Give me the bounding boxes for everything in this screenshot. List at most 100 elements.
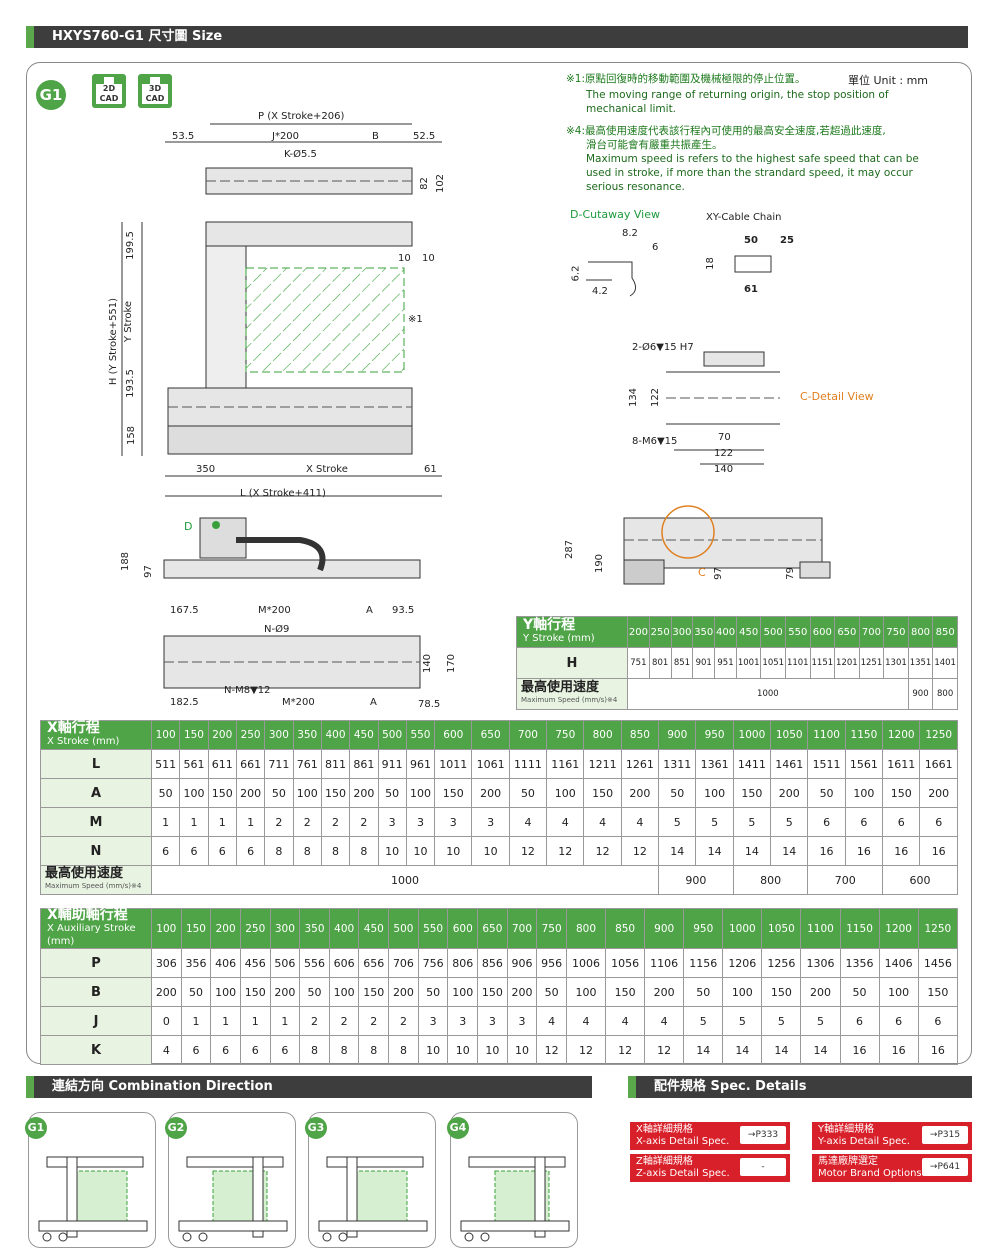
table-cell: 1401 <box>932 647 958 679</box>
stroke-header: 1050 <box>770 720 809 750</box>
stroke-header: 1250 <box>917 908 959 949</box>
table-cell: 1301 <box>883 647 909 679</box>
table-cell: 4 <box>644 1006 685 1036</box>
table-cell: 200 <box>919 778 958 808</box>
table-cell: 5 <box>658 807 697 837</box>
table-cell: 200 <box>620 778 660 808</box>
stroke-header: 900 <box>658 720 697 750</box>
table-cell: 1251 <box>858 647 885 679</box>
stroke-header: 500 <box>760 616 786 648</box>
stroke-header: 200 <box>210 908 241 949</box>
stroke-header: 1250 <box>919 720 958 750</box>
stroke-header: 450 <box>349 720 379 750</box>
table-cell: 50 <box>299 977 330 1007</box>
stroke-header: 400 <box>320 720 351 750</box>
table-cell: 5 <box>761 1006 802 1036</box>
combo-g1: G1 <box>25 1112 156 1248</box>
stroke-header: 1100 <box>807 720 846 750</box>
table-cell: 100 <box>844 778 884 808</box>
dim-158: 158 <box>126 425 138 446</box>
dim-10a: 10 <box>398 253 411 264</box>
table-cell: 100 <box>447 977 479 1007</box>
stroke-header: 550 <box>417 908 449 949</box>
row-label: A <box>40 778 152 808</box>
table-cell: 1561 <box>844 749 884 779</box>
dim-p-stroke: P (X Stroke+206) <box>258 111 345 122</box>
dim-b: B <box>372 131 379 142</box>
dim-79: 79 <box>784 567 796 580</box>
row-label: P <box>40 948 152 978</box>
stroke-header: 1150 <box>839 908 880 949</box>
table-cell: 100 <box>328 977 360 1007</box>
row-label: K <box>40 1035 152 1065</box>
table-cell: 1 <box>239 1006 271 1036</box>
cable-18: 18 <box>704 257 716 270</box>
table-cell: 1 <box>269 1006 301 1036</box>
table-cell: 14 <box>732 836 772 866</box>
note-4-en-a: Maximum speed is refers to the highest s… <box>586 153 919 165</box>
stroke-header: 200 <box>627 616 650 648</box>
spec-bar: 配件規格 Spec. Details <box>628 1076 972 1098</box>
combo-bar: 連結方向 Combination Direction <box>26 1076 592 1098</box>
table-cell: 2 <box>292 807 322 837</box>
table-cell: 3 <box>405 807 436 837</box>
g1-badge: G1 <box>36 80 66 110</box>
stroke-header: 400 <box>328 908 360 949</box>
dim-97: 97 <box>142 565 154 578</box>
page-title: HXYS760-G1 尺寸圖 Size <box>52 29 223 44</box>
table-cell: 12 <box>565 1035 607 1065</box>
table-cell: 606 <box>328 948 360 978</box>
dcut-42: 4.2 <box>592 286 608 297</box>
note-4-zh-b: 滑台可能會有嚴重共振產生。 <box>586 139 723 151</box>
table-cell: 4 <box>620 807 660 837</box>
table-cell: 12 <box>536 1035 567 1065</box>
table-cell: 5 <box>732 807 772 837</box>
table-cell: 911 <box>377 749 407 779</box>
stroke-header: 850 <box>620 720 660 750</box>
speed-cell: 800 <box>932 678 958 710</box>
table-cell: 2 <box>299 1006 330 1036</box>
y-axis-top-beam <box>205 221 413 247</box>
stroke-header: 350 <box>292 720 322 750</box>
stroke-header: 800 <box>583 720 622 750</box>
table-cell: 1 <box>207 807 237 837</box>
table-cell: 1661 <box>919 749 958 779</box>
table-cell: 8 <box>320 836 351 866</box>
table-cell: 3 <box>477 1006 508 1036</box>
speed-cell: 800 <box>732 865 809 895</box>
table-cell: 711 <box>264 749 294 779</box>
x-axis-base <box>167 425 413 455</box>
cdetail-m6: 8-M6▼15 <box>632 436 678 447</box>
table-cell: 1406 <box>878 948 919 978</box>
stroke-header: 700 <box>858 616 885 648</box>
table-cell: 1056 <box>605 948 646 978</box>
stroke-header: 600 <box>447 908 479 949</box>
table-cell: 200 <box>770 778 809 808</box>
table-cell: 14 <box>695 836 734 866</box>
dim-53: 53.5 <box>172 131 195 142</box>
table-cell: 1361 <box>695 749 734 779</box>
stroke-header: 500 <box>388 908 419 949</box>
table-cell: 12 <box>546 836 585 866</box>
table-cell: 1456 <box>917 948 959 978</box>
table-cell: 100 <box>565 977 607 1007</box>
table-cell: 3 <box>417 1006 449 1036</box>
table-cell: 5 <box>800 1006 841 1036</box>
combo-g4: G4 <box>447 1112 578 1248</box>
table-cell: 150 <box>917 977 959 1007</box>
table-cell: 12 <box>620 836 660 866</box>
stroke-header: 450 <box>358 908 390 949</box>
table-cell: 6 <box>150 836 181 866</box>
stroke-header: 250 <box>235 720 266 750</box>
table-cell: 1161 <box>546 749 585 779</box>
